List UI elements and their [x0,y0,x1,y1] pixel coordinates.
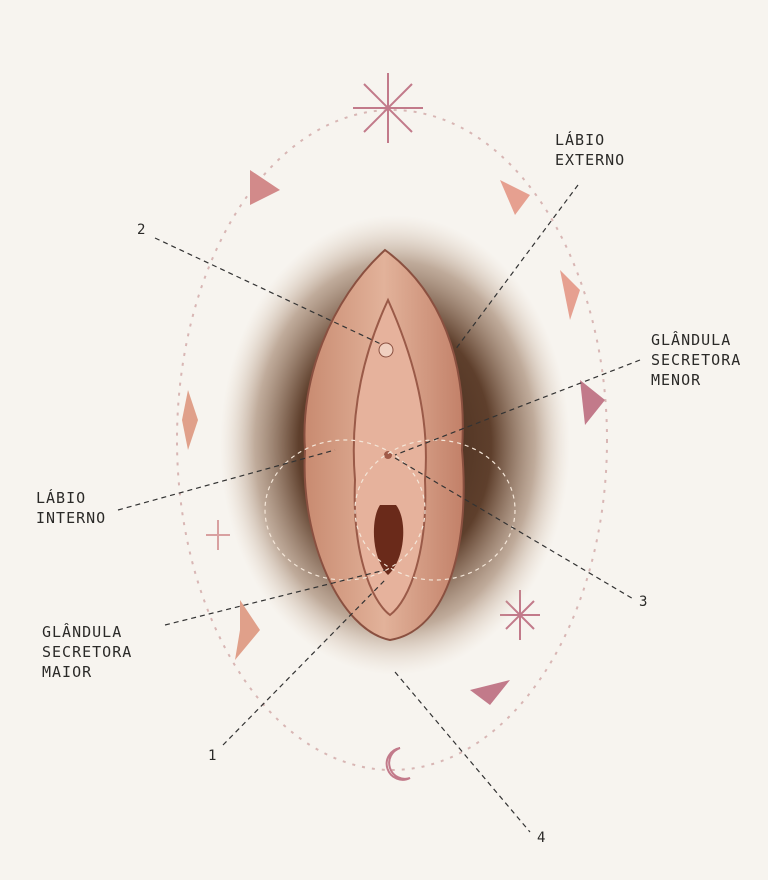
number-3: 3 [639,594,648,610]
label-line: LÁBIO [555,131,606,149]
label-line: GLÂNDULA [651,331,732,349]
gland-area [264,439,426,581]
label-labio-interno: LÁBIO INTERNO [36,488,106,528]
leader-lines [117,184,641,833]
label-line: SECRETORA [42,643,133,661]
label-glandula-maior: GLÂNDULA SECRETORA MAIOR [42,622,132,682]
number-4: 4 [537,830,546,846]
label-line: MAIOR [42,663,93,681]
label-line: GLÂNDULA [42,623,123,641]
number-2: 2 [137,222,146,238]
label-labio-externo: LÁBIO EXTERNO [555,130,625,170]
number-1: 1 [208,748,217,764]
label-line: EXTERNO [555,151,626,169]
label-line: MENOR [651,371,702,389]
label-line: INTERNO [36,509,107,527]
label-line: SECRETORA [651,351,742,369]
moon-ornament [385,747,411,781]
urethra [384,451,392,459]
leaf-ornaments [182,170,605,705]
label-glandula-menor: GLÂNDULA SECRETORA MENOR [651,330,741,390]
label-line: LÁBIO [36,489,87,507]
vaginal-opening [373,505,404,575]
star-ornaments [206,73,540,640]
clitoris [378,342,394,358]
ornament-oval [176,109,608,771]
